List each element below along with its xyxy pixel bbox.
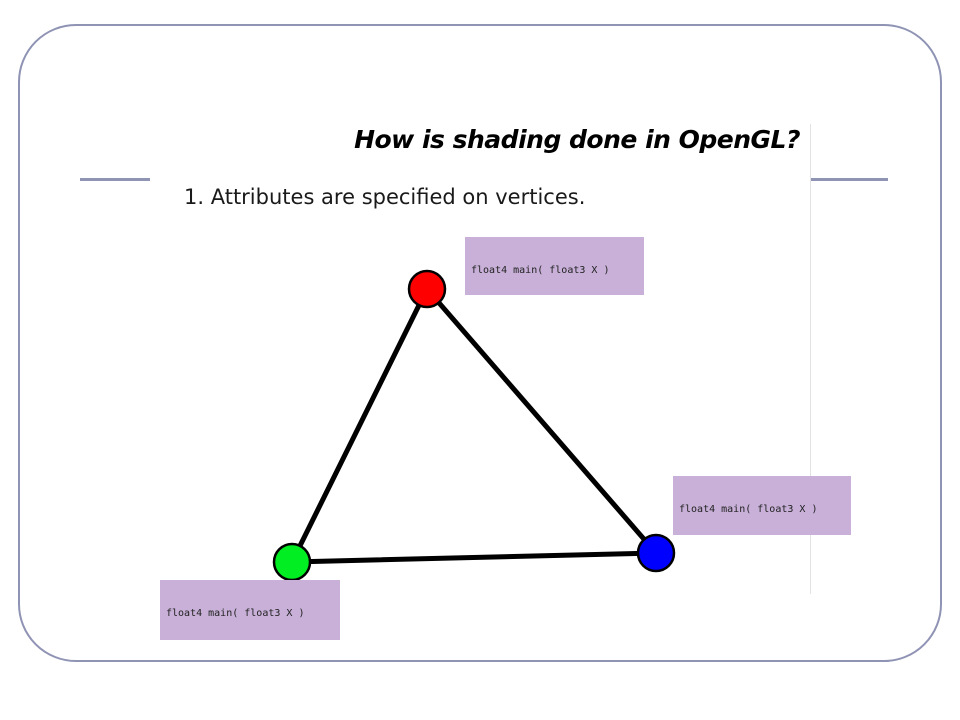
title-rule-right bbox=[808, 178, 888, 181]
code-box-top: float4 main( float3 X ) { ... } ▸ bbox=[465, 237, 644, 295]
code-line: float4 main( float3 X ) bbox=[679, 504, 818, 515]
bullet-text: 1. Attributes are specified on vertices. bbox=[184, 185, 586, 209]
code-line: float4 main( float3 X ) bbox=[471, 265, 610, 276]
code-box-right: float4 main( float3 X ) { ... } ▸ bbox=[673, 476, 851, 535]
slide-title: How is shading done in OpenGL? bbox=[354, 125, 800, 154]
code-line: float4 main( float3 X ) bbox=[166, 608, 305, 619]
code-box-bottom: float4 main( float3 X ) { ... } ▸ bbox=[160, 580, 340, 640]
title-rule-left bbox=[80, 178, 152, 181]
